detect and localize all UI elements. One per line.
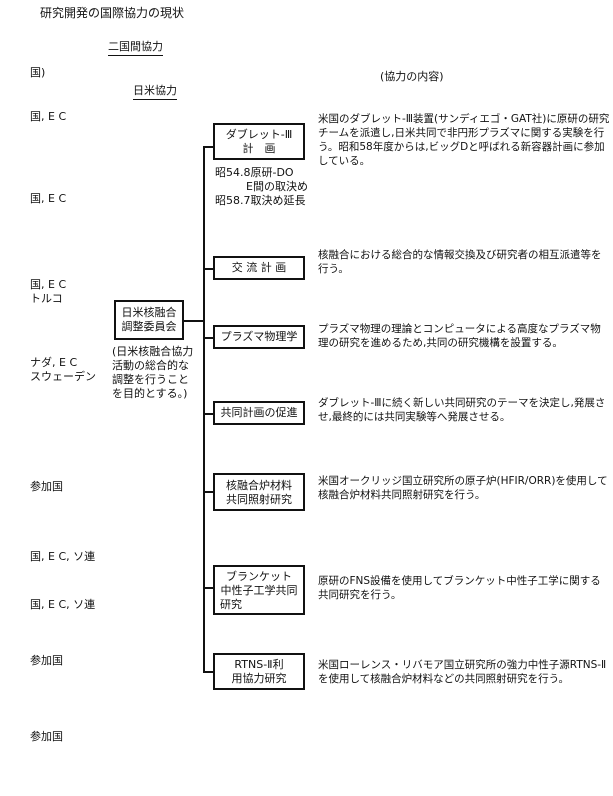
- doublet-note: 昭58.7取決め延長: [215, 194, 306, 207]
- branch-line: [203, 337, 213, 339]
- project-box-plasma: プラズマ物理学: [213, 325, 305, 349]
- branch-line: [203, 146, 213, 148]
- project-name: 共同照射研究: [226, 493, 292, 506]
- left-fragment: 国, E C: [30, 192, 67, 205]
- committee-note: 調整を行うこと: [112, 373, 189, 386]
- project-description: 米国オークリッジ国立研究所の原子炉(HFIR/ORR)を使用して核融合炉材料共同…: [318, 475, 608, 501]
- project-name: 共同計画の促進: [220, 406, 298, 419]
- left-fragment: 参加国: [30, 654, 63, 667]
- doublet-note: E間の取決め: [246, 180, 308, 193]
- page-title: 研究開発の国際協力の現状: [40, 6, 185, 20]
- project-description: プラズマ物理の理論とコンピュータによる高度なプラズマ物理の研究を進めるため,共同…: [318, 323, 601, 349]
- left-fragment: 国, E C, ソ連: [30, 598, 96, 611]
- project-name: 計 画: [242, 142, 276, 155]
- project-box-exchange: 交 流 計 画: [213, 256, 305, 280]
- project-box-materials: 核融合炉材料 共同照射研究: [213, 473, 305, 511]
- left-fragment: 国, E C: [30, 110, 67, 123]
- left-fragment: 国): [30, 66, 46, 79]
- branch-line: [203, 587, 213, 589]
- project-name: 研究: [220, 598, 242, 611]
- branch-line: [203, 413, 213, 415]
- section-japan-us: 日米協力: [133, 84, 177, 100]
- committee-note: を目的とする。): [112, 387, 188, 400]
- branch-line: [203, 491, 213, 493]
- project-box-doublet: ダブレット-Ⅲ 計 画: [213, 123, 305, 160]
- project-name: RTNS-Ⅱ利: [234, 658, 284, 671]
- content-header: (協力の内容): [380, 70, 444, 83]
- project-name: ブランケット: [226, 570, 292, 583]
- project-description: 米国のダブレット-Ⅲ装置(サンディエゴ・GAT社)に原研の研究チームを派遣し,日…: [318, 113, 610, 167]
- project-name: 中性子工学共同: [220, 584, 298, 597]
- committee-note: (日米核融合協力: [112, 345, 194, 358]
- trunk-line: [203, 146, 205, 672]
- project-description: 核融合における総合的な情報交換及び研究者の相互派遣等を行う。: [318, 249, 602, 275]
- project-name: 交 流 計 画: [231, 261, 287, 274]
- branch-line: [203, 268, 213, 270]
- project-description: 原研のFNS設備を使用してブランケット中性子工学に関する共同研究を行う。: [318, 575, 601, 601]
- committee-name: 調整委員会: [121, 320, 177, 333]
- committee-name: 日米核融合: [121, 306, 177, 319]
- project-box-rtns: RTNS-Ⅱ利 用協力研究: [213, 653, 305, 690]
- project-name: 核融合炉材料: [226, 479, 292, 492]
- doublet-note: 昭54.8原研-DO: [215, 166, 294, 179]
- project-name: 用協力研究: [231, 672, 287, 685]
- left-fragment: 参加国: [30, 730, 63, 743]
- left-fragment: ナダ, E C: [30, 356, 78, 369]
- committee-box: 日米核融合 調整委員会: [114, 300, 184, 340]
- project-name: ダブレット-Ⅲ: [225, 128, 293, 141]
- left-fragment: スウェーデン: [30, 370, 96, 383]
- section-bilateral: 二国間協力: [108, 40, 163, 56]
- connector-committee: [183, 320, 204, 322]
- project-box-blanket: ブランケット 中性子工学共同 研究: [213, 565, 305, 615]
- left-fragment: トルコ: [30, 292, 63, 305]
- project-description: ダブレット-Ⅲに続く新しい共同研究のテーマを決定し,発展させ,最終的には共同実験…: [318, 397, 606, 423]
- left-fragment: 国, E C: [30, 278, 67, 291]
- left-fragment: 国, E C, ソ連: [30, 550, 96, 563]
- project-name: プラズマ物理学: [220, 330, 298, 343]
- committee-note: 活動の総合的な: [112, 359, 189, 372]
- left-fragment: 参加国: [30, 480, 63, 493]
- project-description: 米国ローレンス・リバモア国立研究所の強力中性子源RTNS-Ⅱを使用して核融合炉材…: [318, 659, 607, 685]
- project-box-promotion: 共同計画の促進: [213, 401, 305, 425]
- branch-line: [203, 671, 213, 673]
